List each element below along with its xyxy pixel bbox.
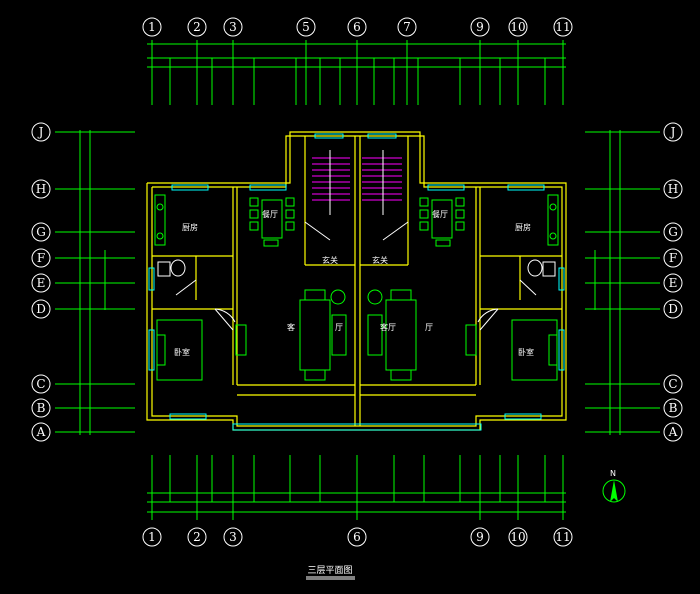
axis-top-6-circle (347, 17, 367, 37)
axis-top-3-label: 3 (229, 20, 237, 34)
axis-bottom-3-label: 3 (229, 530, 237, 544)
windows (148, 133, 565, 431)
axis-top-11-label: 11 (555, 20, 570, 34)
axis-right-C-circle (663, 374, 683, 394)
axis-bottom-6-label: 6 (353, 530, 361, 544)
axis-left-E-circle (31, 273, 51, 293)
furniture (154, 194, 559, 381)
axis-top-1-label: 1 (148, 20, 156, 34)
room-label-living-right-a: 客厅 (380, 322, 396, 332)
axis-right-B-label: B (669, 401, 678, 415)
axis-right-G-label: G (668, 225, 678, 239)
top-dimension-lines (147, 40, 566, 105)
axis-bubbles-bottom: 1 2 3 6 9 10 11 (142, 527, 573, 547)
axis-left-D-circle (31, 299, 51, 319)
room-label-bedroom-left: 卧室 (174, 347, 190, 357)
axis-right-H-label: H (668, 182, 678, 196)
axis-top-9-label: 9 (476, 20, 484, 34)
axis-left-A-label: A (36, 425, 46, 439)
room-label-bedroom-right: 卧室 (518, 347, 534, 357)
axis-top-9-circle (470, 17, 490, 37)
axis-bottom-3-circle (223, 527, 243, 547)
axis-left-B-circle (31, 398, 51, 418)
axis-top-5-label: 5 (302, 20, 310, 34)
axis-left-A-circle (31, 422, 51, 442)
axis-top-2-label: 2 (193, 20, 201, 34)
axis-left-H-circle (31, 179, 51, 199)
axis-bottom-6-circle (347, 527, 367, 547)
bottom-dimension-lines (147, 455, 566, 520)
axis-bottom-9-label: 9 (476, 530, 484, 544)
drawing-title: 三层平面图 (307, 565, 352, 576)
axis-right-H-circle (663, 179, 683, 199)
stairs (312, 150, 402, 215)
axis-top-10-label: 10 (510, 20, 525, 34)
axis-left-G-label: G (36, 225, 46, 239)
axis-left-C-circle (31, 374, 51, 394)
axis-right-E-circle (663, 273, 683, 293)
room-label-dining-right: 餐厅 (432, 210, 448, 219)
axis-right-F-circle (663, 248, 683, 268)
axis-right-D-label: D (668, 302, 678, 316)
axis-left-D-label: D (36, 302, 46, 316)
axis-left-E-label: E (37, 276, 46, 290)
room-label-foyer-left: 玄关 (322, 255, 338, 265)
axis-right-J-circle (663, 122, 683, 142)
axis-right-D-circle (663, 299, 683, 319)
axis-bottom-1-label: 1 (148, 530, 156, 544)
axis-right-G-circle (663, 222, 683, 242)
axis-bottom-11-circle (553, 527, 573, 547)
axis-top-6-label: 6 (353, 20, 361, 34)
axis-left-B-label: B (37, 401, 46, 415)
room-label-dining-left: 餐厅 (262, 210, 278, 219)
room-label-kitchen-left: 厨房 (182, 222, 198, 232)
room-label-living-right-b: 厅 (425, 323, 433, 332)
axis-left-J-label: J (37, 125, 44, 139)
axis-right-E-label: E (669, 276, 678, 290)
axis-right-F-label: F (669, 251, 677, 265)
axis-top-3-circle (223, 17, 243, 37)
axis-left-F-circle (31, 248, 51, 268)
room-label-living-left-a: 客 (287, 322, 295, 332)
axis-top-5-circle (296, 17, 316, 37)
room-label-living-left-b: 厅 (335, 323, 343, 332)
axis-top-10-circle (508, 17, 528, 37)
axis-left-J-circle (31, 122, 51, 142)
room-labels: 厨房 餐厅 卧室 玄关 客 厅 客厅 厅 玄关 餐厅 厨房 卧室 (174, 210, 534, 357)
exterior-walls (146, 131, 567, 431)
room-label-foyer-right: 玄关 (372, 255, 388, 265)
side-dimension-lines (55, 130, 660, 435)
north-label: N (610, 469, 616, 478)
axis-right-A-label: A (668, 425, 678, 439)
axis-top-11-circle (553, 17, 573, 37)
axis-top-2-circle (187, 17, 207, 37)
axis-bottom-2-label: 2 (193, 530, 201, 544)
axis-bottom-11-label: 11 (555, 530, 570, 544)
axis-bottom-10-label: 10 (510, 530, 525, 544)
north-arrow: N (602, 469, 626, 503)
axis-left-G-circle (31, 222, 51, 242)
axis-top-7-circle (397, 17, 417, 37)
axis-bottom-10-circle (508, 527, 528, 547)
drawing-title-block: 三层平面图 (306, 565, 355, 580)
axis-right-J-label: J (669, 125, 676, 139)
axis-top-1-circle (142, 17, 162, 37)
axis-top-7-label: 7 (403, 20, 411, 34)
axis-bottom-2-circle (187, 527, 207, 547)
axis-left-H-label: H (36, 182, 46, 196)
axis-left-C-label: C (36, 377, 45, 391)
axis-right-C-label: C (668, 377, 677, 391)
axis-right-A-circle (663, 422, 683, 442)
axis-left-F-label: F (37, 251, 45, 265)
axis-bubbles-top: 1 2 3 5 6 7 9 10 11 (142, 17, 573, 37)
room-label-kitchen-right: 厨房 (515, 222, 531, 232)
axis-bottom-1-circle (142, 527, 162, 547)
axis-right-B-circle (663, 398, 683, 418)
axis-bottom-9-circle (470, 527, 490, 547)
doors (175, 221, 537, 331)
